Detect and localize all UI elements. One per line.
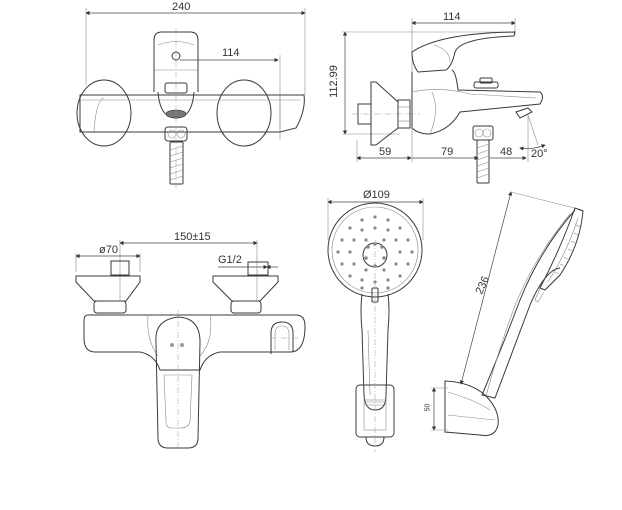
dim-overall-width: 240: [172, 1, 191, 13]
dim-outlet-to-spout: 48: [500, 146, 513, 158]
dim-body-to-outlet: 79: [441, 146, 454, 158]
hand-shower-side-view: [431, 191, 584, 436]
dim-centre-distance: 150±15: [174, 231, 211, 243]
dim-lever-length: 114: [443, 11, 461, 23]
front-view: [75, 240, 306, 450]
top-view: [76, 8, 306, 190]
dim-spout-offset: 114: [222, 47, 240, 59]
side-view: [342, 18, 546, 184]
dim-escutcheon-diameter: ø70: [99, 244, 118, 256]
dim-holder-height: 50: [424, 403, 432, 412]
dim-head-diameter: Ø109: [363, 189, 390, 201]
hand-shower-front-view: [327, 198, 424, 452]
dim-spout-angle: 20°: [531, 148, 548, 160]
dim-height: 112.99: [327, 65, 340, 98]
dim-connection-thread: G1/2: [218, 254, 242, 266]
dim-wall-to-body: 59: [379, 146, 392, 158]
